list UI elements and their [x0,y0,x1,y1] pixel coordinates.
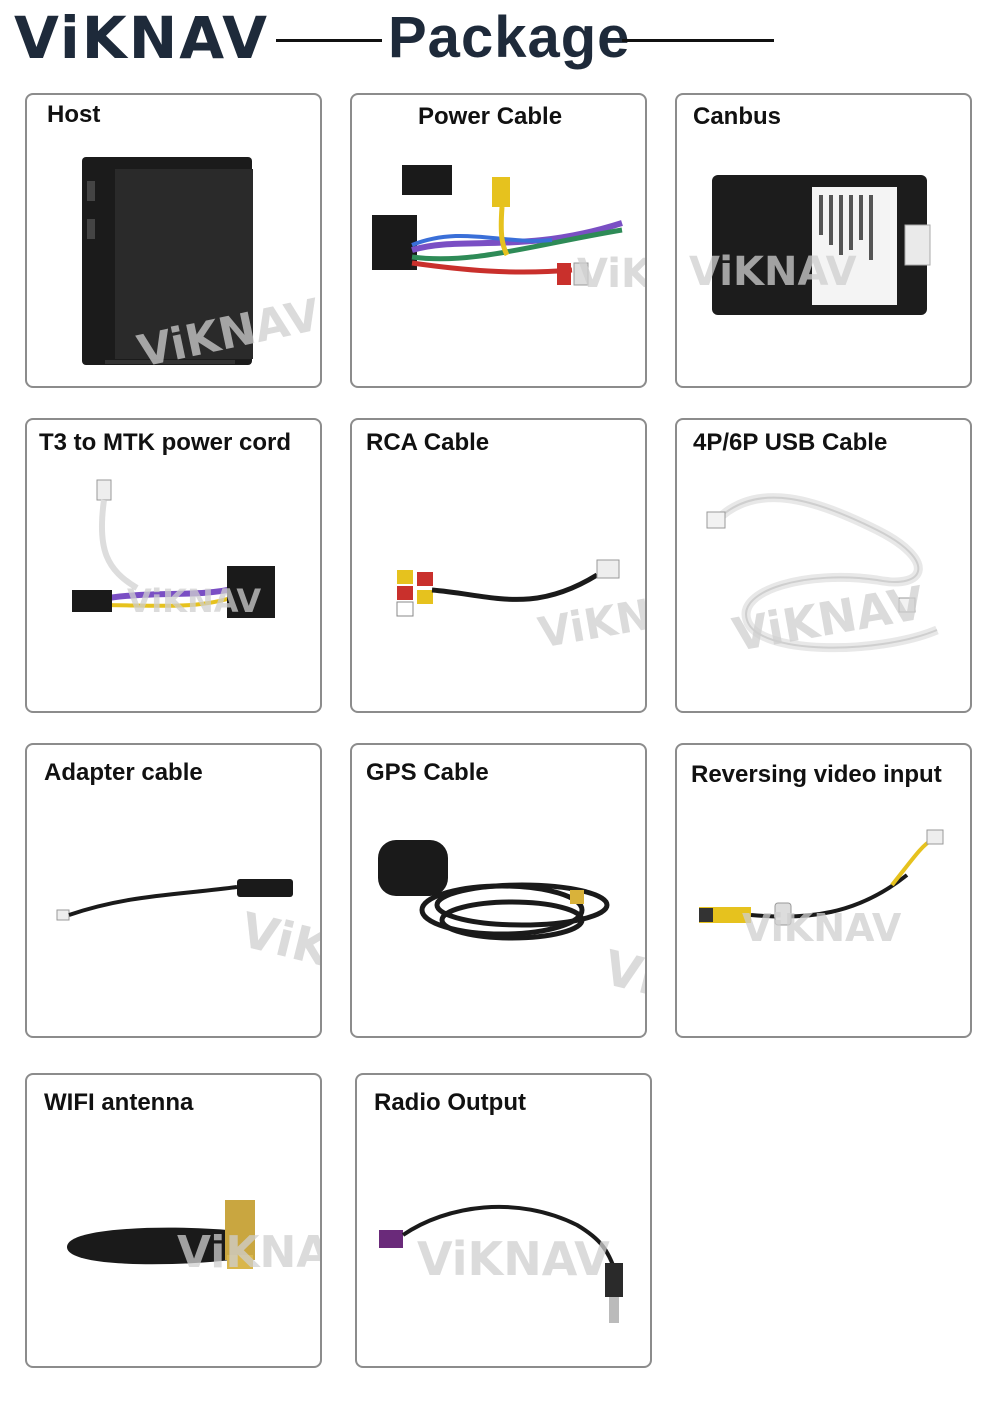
usb-cable-icon: ViKNAV [706,493,939,662]
page-title: Package [388,5,631,70]
svg-text:ViKNAV: ViKNAV [177,1227,322,1278]
adapter-cable-icon: ViKNAV [56,879,322,1005]
power-cord-icon: ViKNAV [72,479,275,620]
gps-antenna-icon: ViKNAV [378,840,647,1038]
package-item-t3-power-cord: ViKNAV T3 to MTK power cord [25,418,322,713]
svg-text:ViKNAV: ViKNAV [742,906,902,950]
svg-text:ViKNAV: ViKNAV [127,582,261,620]
package-item-adapter-cable: ViKNAV Adapter cable [25,743,322,1038]
item-label: Adapter cable [44,759,203,786]
package-item-gps-cable: ViKNAV GPS Cable [350,743,647,1038]
header-divider-left [276,39,382,42]
svg-text:ViKNAV: ViKNAV [535,579,647,658]
svg-text:ViKNAV: ViKNAV [598,940,647,1038]
svg-text:ViKNAV: ViKNAV [689,249,857,295]
package-item-host: ViKNAV Host [25,93,322,388]
power-harness-icon: ViKNAV [372,165,647,297]
item-label: Power Cable [418,103,563,130]
item-label: WIFI antenna [44,1089,194,1116]
item-label: Reversing video input [691,761,942,788]
header-divider-right [622,39,774,42]
item-label: Canbus [693,103,782,130]
radio-cable-icon: ViKNAV [379,1204,623,1323]
package-item-canbus: ViKNAV Canbus [675,93,972,388]
package-item-radio-output: ViKNAV Radio Output [355,1073,652,1368]
svg-text:ViKNAV: ViKNAV [577,251,647,297]
package-item-reversing-video-input: ViKNAV Reversing video input [675,743,972,1038]
item-label: 4P/6P USB Cable [693,429,888,456]
package-item-power-cable: ViKNAV Power Cable [350,93,647,388]
brand-logo: ViKNAV [14,4,270,72]
item-label: T3 to MTK power cord [39,429,291,456]
package-item-rca-cable: ViKNAV RCA Cable [350,418,647,713]
svg-text:ViKNAV: ViKNAV [417,1232,610,1286]
video-cable-icon: ViKNAV [699,829,944,950]
package-item-wifi-antenna: ViKNAV WIFI antenna [25,1073,322,1368]
canbus-box-icon: ViKNAV [689,175,931,315]
svg-text:ViKNAV: ViKNAV [235,902,322,1005]
wifi-antenna-icon: ViKNAV [67,1200,322,1278]
car-stereo-icon: ViKNAV [82,157,320,378]
item-label: RCA Cable [366,429,490,456]
package-item-usb-cable: ViKNAV 4P/6P USB Cable [675,418,972,713]
item-label: Radio Output [374,1089,526,1116]
item-label: GPS Cable [366,759,489,786]
rca-cable-icon: ViKNAV [396,559,647,658]
item-label: Host [47,101,101,128]
